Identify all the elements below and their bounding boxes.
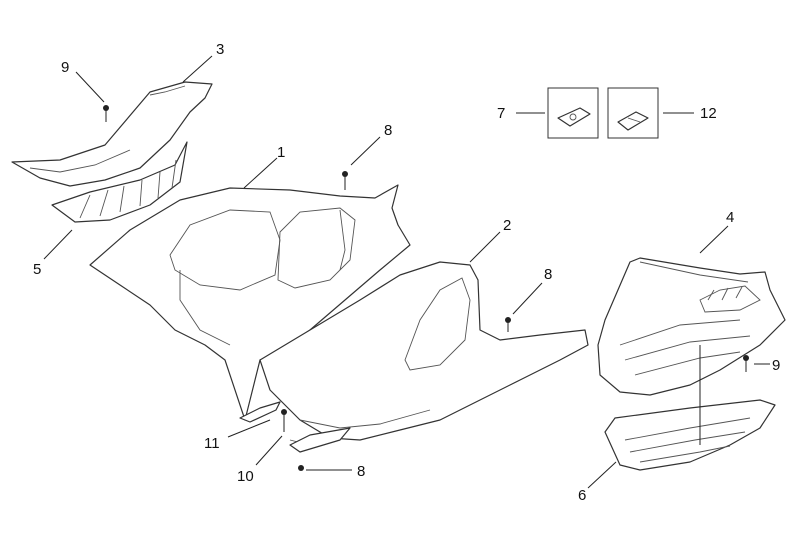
screw-8-middle <box>505 317 511 332</box>
screw-8-upper <box>342 171 348 190</box>
leader-lines <box>43 55 770 489</box>
callout-8-upper: 8 <box>384 122 392 139</box>
callout-10: 10 <box>237 468 254 485</box>
callout-9-top: 9 <box>61 59 69 76</box>
callout-12: 12 <box>700 105 717 122</box>
part-6-floor-mat <box>604 399 776 471</box>
callout-6: 6 <box>578 487 586 504</box>
part-11-bracket <box>239 401 281 423</box>
callout-4: 4 <box>726 209 734 226</box>
callout-5: 5 <box>33 261 41 278</box>
callout-1: 1 <box>277 144 285 161</box>
callout-11: 11 <box>204 435 220 452</box>
part-4-footboard <box>597 257 786 396</box>
screw-9-top <box>103 105 109 122</box>
callout-8-middle: 8 <box>544 266 552 283</box>
callout-labels: 1 2 3 4 5 6 7 8 8 8 9 9 10 11 12 <box>33 41 780 504</box>
screw-9-right <box>743 355 749 372</box>
part-2-lower-side-panel <box>259 261 589 453</box>
callout-8-bottom: 8 <box>357 463 365 480</box>
part-1-side-fairing <box>89 184 411 421</box>
screw-8-bottom <box>298 465 304 471</box>
part-12-clip-inset <box>607 87 659 139</box>
callout-2: 2 <box>503 217 511 234</box>
part-3-upper-cowl <box>11 81 213 187</box>
callout-3: 3 <box>216 41 224 58</box>
part-5-front-grille <box>51 141 188 223</box>
part-7-clip-inset <box>547 87 599 139</box>
callout-9-right: 9 <box>772 357 780 374</box>
screw-10 <box>281 409 287 432</box>
callout-7: 7 <box>497 105 505 122</box>
